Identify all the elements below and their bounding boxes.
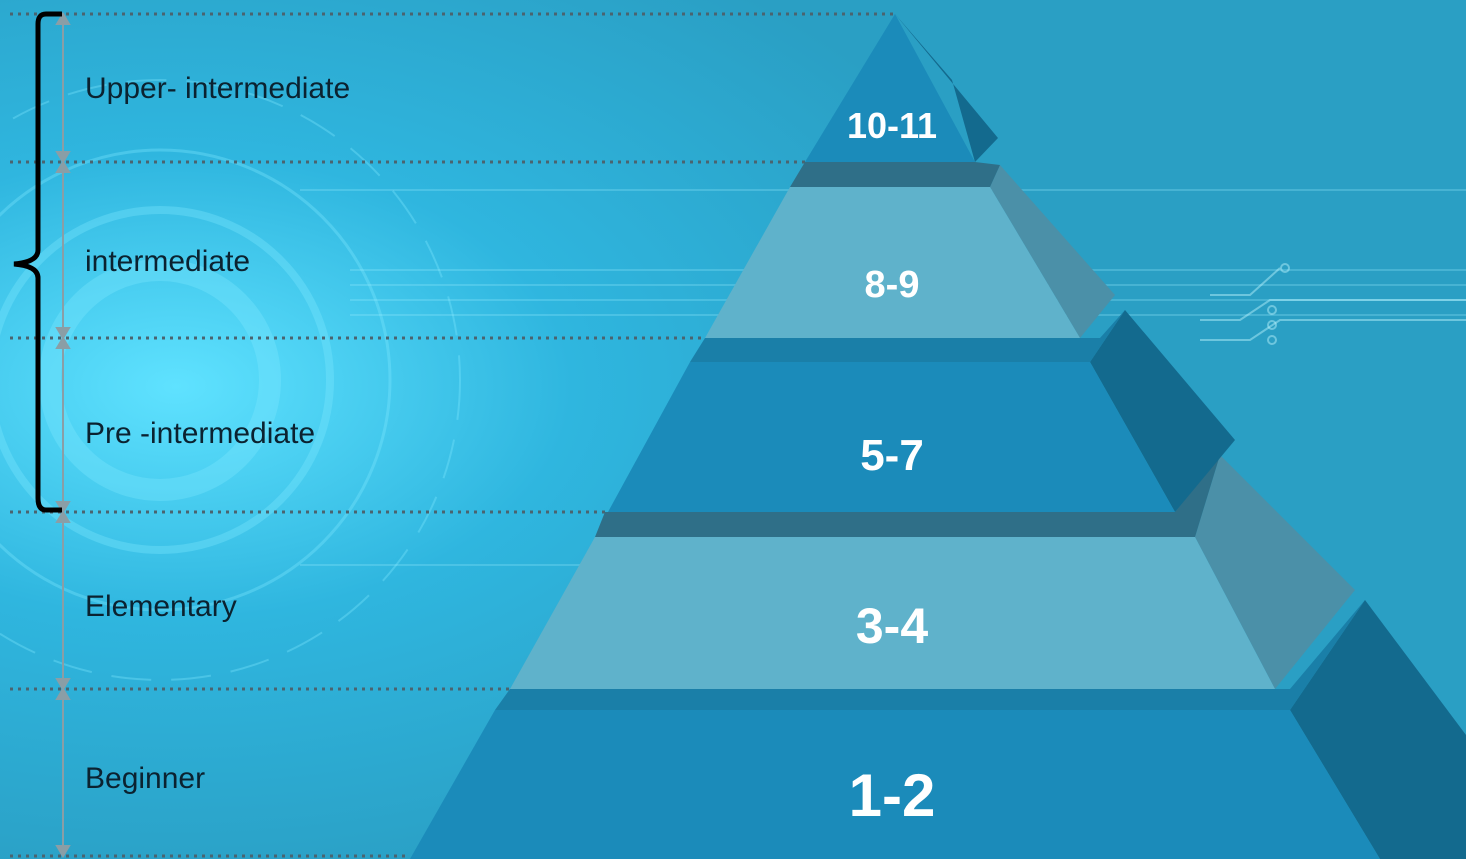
pyramid-tier-4 [705, 162, 1115, 338]
range-arrows [55, 12, 71, 858]
pyramid-tier-1 [410, 600, 1466, 859]
pyramid-tier-3 [608, 310, 1235, 512]
tier-range-label: 10-11 [847, 105, 937, 146]
grouping-bracket [13, 11, 62, 513]
tier-range-label: 5-7 [860, 431, 924, 480]
pyramid-tier-2 [510, 455, 1355, 689]
pyramid-tier-5 [805, 14, 998, 162]
level-label-elementary: Elementary [85, 590, 237, 623]
level-label-beginner: Beginner [85, 762, 206, 795]
level-label-pre-intermediate: Pre -intermediate [85, 417, 316, 450]
tier-range-label: 8-9 [865, 264, 920, 306]
guide-lines [10, 12, 895, 858]
tier-range-label: 3-4 [856, 598, 928, 654]
tier-range-label: 1-2 [849, 762, 936, 829]
level-label-intermediate: intermediate [85, 245, 251, 278]
level-label-upper-intermediate: Upper- intermediate [85, 72, 351, 105]
